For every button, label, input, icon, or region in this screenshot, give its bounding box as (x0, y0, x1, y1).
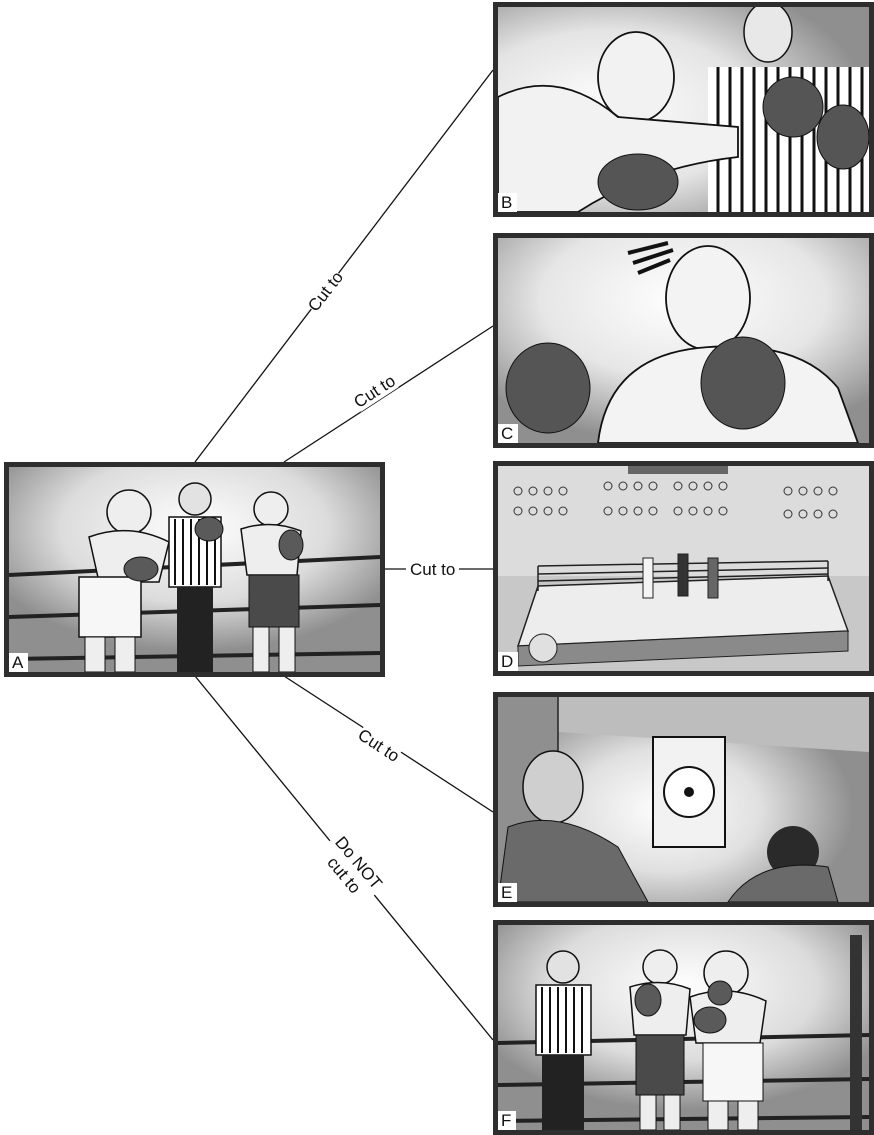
boxer-closeup-illustration (498, 238, 869, 443)
timekeeper-illustration (498, 697, 869, 902)
panel-a: A (4, 462, 385, 677)
panel-c-letter: C (498, 424, 518, 443)
line-a-to-b (195, 70, 493, 462)
panel-d-letter: D (498, 652, 518, 671)
reverse-angle-illustration (498, 925, 869, 1130)
panel-a-letter: A (9, 653, 28, 672)
panel-b-letter: B (498, 193, 517, 212)
label-cut-to-d: Cut to (406, 560, 459, 579)
panel-d: D (493, 461, 874, 676)
panel-f: F (493, 920, 874, 1135)
panel-b: B (493, 2, 874, 217)
line-a-to-c (284, 326, 493, 462)
panel-e-letter: E (498, 883, 517, 902)
punch-closeup-illustration (498, 7, 869, 212)
panel-f-letter: F (498, 1111, 516, 1130)
panel-e: E (493, 692, 874, 907)
boxing-scene-illustration (9, 467, 380, 672)
panel-c: C (493, 233, 874, 448)
arena-wide-illustration (498, 466, 869, 671)
